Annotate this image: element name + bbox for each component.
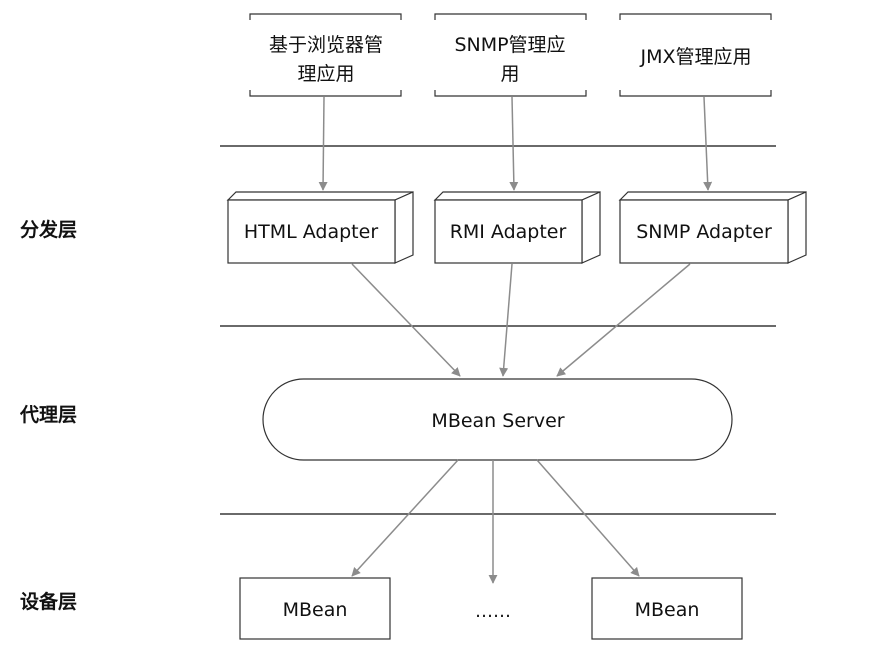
arrow-rmi-adapter-to-server (499, 263, 513, 377)
app-jmx-label: JMX管理应用 (639, 46, 751, 68)
app-browser-bracket-top (249, 13, 402, 20)
html-adapter-front-face (227, 199, 396, 264)
arrow-server-to-mbean-right (536, 459, 640, 577)
rmi-adapter-front-face (434, 199, 583, 264)
arrow-html-adapter-to-server (351, 263, 461, 377)
html-adapter: HTML Adapter (226, 191, 414, 264)
app-snmp-label-line1: SNMP管理应 (454, 34, 565, 56)
mbean-right-label: MBean (635, 599, 700, 621)
mbean-left: MBean (239, 577, 391, 640)
arrow-snmp-adapter-to-server (556, 263, 691, 377)
app-snmp-label-line2: 用 (500, 63, 519, 85)
mbean-server-shape (262, 378, 733, 461)
arrow-server-to-mbean-left (351, 459, 459, 577)
layer-label-device: 设备层 (20, 590, 77, 613)
layer-label-distribution: 分发层 (20, 218, 77, 241)
app-snmp-bracket-top (434, 13, 587, 20)
app-snmp: SNMP管理应 用 (434, 13, 587, 97)
snmp-adapter-front-face (619, 199, 789, 264)
arrow-browser-to-html-adapter (318, 96, 328, 191)
arrow-jmx-app-to-snmp-adapter (703, 96, 713, 191)
mbean-server-label: MBean Server (431, 410, 564, 432)
mbean-left-label: MBean (283, 599, 348, 621)
html-adapter-side-face (394, 191, 414, 264)
rmi-adapter-side-face (581, 191, 601, 264)
snmp-adapter: SNMP Adapter (618, 191, 807, 264)
app-jmx: JMX管理应用 (619, 13, 772, 97)
rmi-adapter: RMI Adapter (433, 191, 601, 264)
snmp-adapter-side-face (787, 191, 807, 264)
mbean-right-box (591, 577, 743, 640)
layer-label-agent: 代理层 (19, 404, 77, 426)
mbean-right: MBean (591, 577, 743, 640)
app-browser-label-line1: 基于浏览器管 (269, 34, 383, 56)
snmp-adapter-label: SNMP Adapter (636, 221, 772, 243)
rmi-adapter-top-face (433, 191, 601, 201)
app-browser: 基于浏览器管 理应用 (249, 13, 402, 97)
mbean-ellipsis: …… (475, 601, 511, 622)
app-browser-bracket-bottom (249, 90, 402, 97)
html-adapter-label: HTML Adapter (244, 221, 378, 243)
app-jmx-bracket-top (619, 13, 772, 20)
app-snmp-bracket-bottom (434, 90, 587, 97)
mbean-server: MBean Server (262, 378, 733, 461)
app-jmx-bracket-bottom (619, 90, 772, 97)
app-browser-label-line2: 理应用 (297, 63, 354, 85)
arrow-snmp-app-to-rmi-adapter (509, 96, 519, 191)
mbean-left-box (239, 577, 391, 640)
snmp-adapter-top-face (618, 191, 807, 201)
html-adapter-top-face (226, 191, 414, 201)
rmi-adapter-label: RMI Adapter (450, 221, 567, 243)
